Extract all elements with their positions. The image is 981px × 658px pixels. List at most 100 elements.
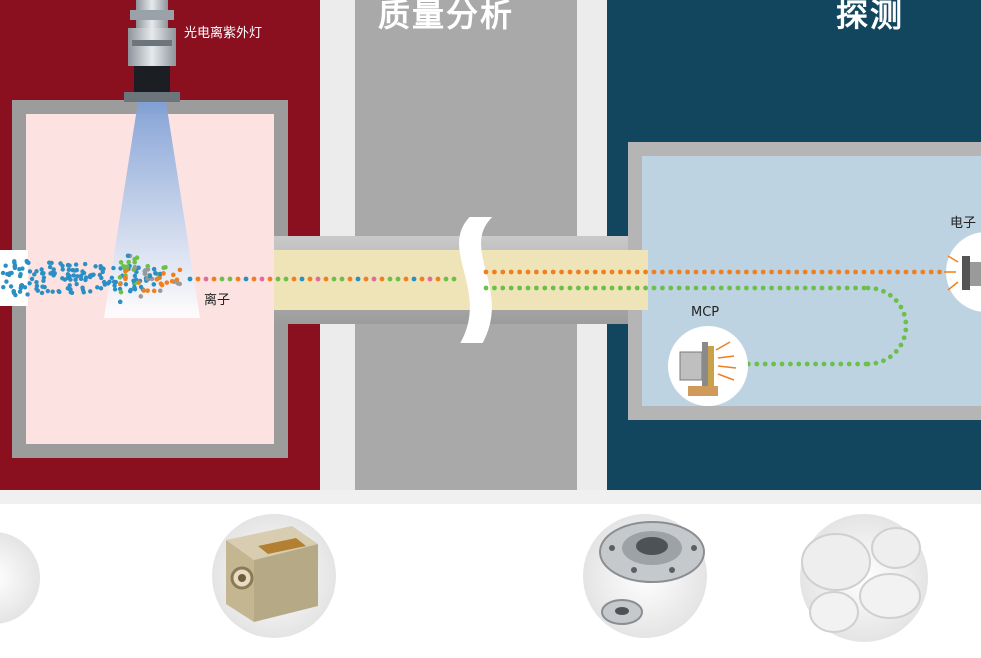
- ion-dot: [901, 335, 907, 341]
- ion-dot: [754, 361, 760, 367]
- ion-dot: [32, 272, 37, 277]
- label-ions: 离子: [204, 293, 231, 308]
- ion-dot: [811, 269, 816, 275]
- ion-dot: [107, 279, 112, 284]
- ion-dot: [73, 277, 78, 283]
- ion-dot: [844, 285, 850, 291]
- ion-dot: [651, 269, 657, 275]
- ion-dot: [161, 271, 166, 276]
- ion-dot: [668, 269, 674, 275]
- ion-dot: [727, 285, 732, 291]
- ion-dot: [117, 299, 123, 305]
- ion-dot: [771, 361, 776, 367]
- ion-dot: [34, 280, 39, 285]
- mcp-device-icon: [679, 342, 718, 396]
- ion-dot: [846, 361, 852, 367]
- ion-dot: [542, 285, 548, 291]
- ion-dot: [151, 288, 157, 294]
- ion-dot: [12, 263, 18, 268]
- ion-dot: [861, 269, 867, 275]
- mcp-detector-photo: [583, 514, 707, 638]
- ion-dot: [853, 285, 858, 291]
- ion-dot: [873, 286, 879, 292]
- ion-dot: [710, 285, 716, 291]
- ion-dot: [836, 285, 842, 291]
- ion-dot: [735, 269, 741, 275]
- ion-dot: [802, 269, 808, 275]
- ion-dot: [151, 266, 157, 272]
- ion-dot: [124, 264, 130, 269]
- ion-dot: [18, 272, 23, 277]
- ion-dot: [609, 285, 615, 291]
- ion-dot: [878, 269, 884, 275]
- ion-dot: [865, 285, 871, 291]
- ion-dot: [693, 269, 699, 275]
- ion-dot: [187, 276, 193, 282]
- ion-dot: [163, 264, 168, 270]
- section-title-mass-analysis: 质量分析: [378, 0, 515, 34]
- ion-dot: [34, 269, 39, 274]
- ion-dot: [175, 281, 181, 286]
- ion-dot: [702, 269, 707, 275]
- ion-dot: [584, 269, 590, 275]
- ion-dot: [60, 267, 65, 272]
- ion-dot: [887, 354, 893, 360]
- ion-dot: [870, 269, 875, 275]
- ion-dot: [24, 258, 29, 264]
- ion-dot: [68, 277, 73, 282]
- ion-dot: [58, 261, 63, 266]
- ion-dot: [142, 271, 148, 277]
- ion-dot: [744, 285, 749, 291]
- ion-dot: [195, 276, 201, 282]
- ion-dot: [60, 276, 65, 281]
- ion-dot: [41, 278, 46, 283]
- ion-dot: [8, 284, 14, 289]
- electron-device-icon: [962, 256, 981, 290]
- ion-dot: [67, 286, 72, 292]
- ion-dot: [177, 267, 183, 273]
- ion-dot: [443, 276, 449, 282]
- ion-dot: [419, 276, 425, 282]
- ion-dot: [903, 269, 909, 275]
- ion-dot: [492, 269, 497, 275]
- ion-dot: [898, 304, 904, 310]
- ion-dot: [779, 361, 785, 367]
- ion-dot: [838, 361, 844, 367]
- ion-dot: [66, 267, 72, 273]
- ion-dot: [903, 327, 909, 333]
- ion-dot: [219, 276, 225, 282]
- ion-dot: [243, 276, 249, 282]
- ion-dot: [80, 269, 85, 274]
- ion-dot: [760, 269, 766, 275]
- mcp-glow: [715, 341, 737, 381]
- ion-dot: [788, 361, 793, 367]
- ion-dot: [517, 285, 522, 291]
- label-electron: 电子: [950, 216, 977, 231]
- ion-dot: [1, 284, 6, 290]
- ion-dot: [893, 298, 899, 303]
- ion-dot: [124, 267, 130, 273]
- ion-dot: [136, 280, 141, 285]
- ion-dot: [592, 285, 598, 291]
- ion-dot: [82, 261, 88, 267]
- ion-dot: [777, 285, 783, 291]
- ion-dot: [744, 269, 749, 275]
- ion-dot: [132, 264, 138, 270]
- ion-dot: [283, 276, 289, 282]
- ion-dot: [117, 275, 123, 280]
- ion-dot: [804, 361, 810, 367]
- ion-dot: [853, 269, 858, 275]
- ion-dot: [97, 272, 103, 278]
- ion-dot: [5, 271, 10, 277]
- ion-dot: [685, 269, 690, 275]
- ion-dot: [141, 288, 147, 293]
- ion-streams: [0, 253, 959, 367]
- electron-glow: [944, 255, 959, 291]
- ion-dot: [49, 260, 54, 266]
- ion-dot: [601, 285, 606, 291]
- ion-dot: [251, 276, 257, 282]
- ion-dot: [127, 288, 133, 294]
- ion-dot: [752, 285, 758, 291]
- ion-dot: [819, 269, 825, 275]
